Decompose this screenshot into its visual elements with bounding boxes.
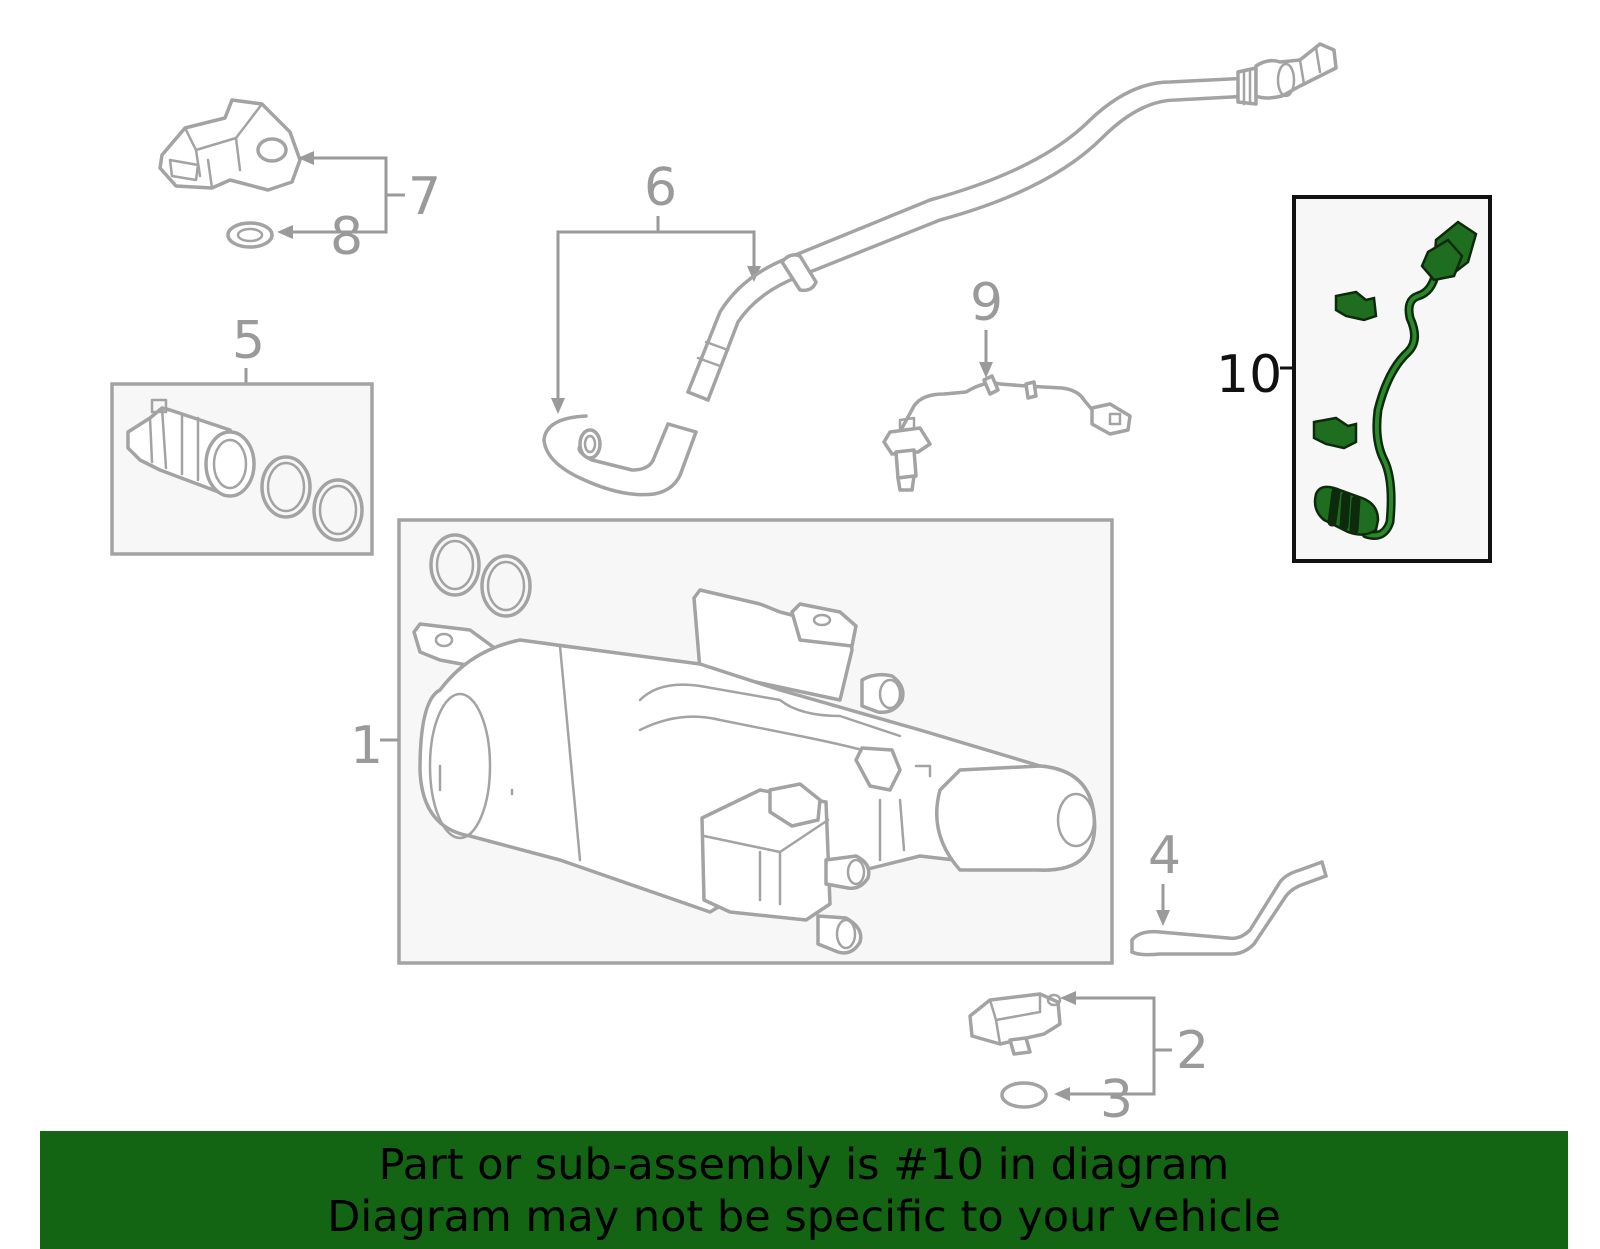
leader-7-8 bbox=[277, 151, 405, 239]
part-9-sensor[interactable] bbox=[882, 374, 1132, 492]
part-3-o-ring[interactable] bbox=[1000, 1081, 1048, 1109]
banner-line-2: Diagram may not be specific to your vehi… bbox=[327, 1192, 1281, 1242]
callout-4: 4 bbox=[1148, 826, 1181, 886]
part-1-canister[interactable] bbox=[412, 588, 1097, 955]
part-5-ring-b[interactable] bbox=[312, 478, 364, 542]
callout-5: 5 bbox=[232, 311, 265, 371]
part-5-valve[interactable] bbox=[126, 398, 256, 498]
callout-10: 10 bbox=[1216, 345, 1282, 405]
info-banner: Part or sub-assembly is #10 in diagram D… bbox=[40, 1131, 1568, 1249]
callout-7: 7 bbox=[408, 167, 441, 227]
part-2-sensor[interactable] bbox=[968, 992, 1062, 1056]
callout-1: 1 bbox=[350, 716, 383, 776]
part-6-short-hose[interactable] bbox=[542, 414, 698, 497]
leader-6 bbox=[551, 216, 761, 414]
part-7-connector[interactable] bbox=[158, 98, 302, 192]
callout-9: 9 bbox=[970, 273, 1003, 333]
callout-8: 8 bbox=[330, 207, 363, 267]
part-4-hose[interactable] bbox=[1130, 860, 1328, 957]
leader-2-3 bbox=[1054, 991, 1172, 1101]
part-8-o-ring[interactable] bbox=[226, 221, 274, 249]
leader-9 bbox=[979, 330, 993, 378]
callout-6: 6 bbox=[644, 158, 677, 218]
callout-2: 2 bbox=[1176, 1021, 1209, 1081]
banner-line-1: Part or sub-assembly is #10 in diagram bbox=[378, 1140, 1230, 1190]
leader-4 bbox=[1156, 884, 1170, 926]
callout-3: 3 bbox=[1100, 1070, 1133, 1130]
part-5-ring-a[interactable] bbox=[260, 455, 312, 519]
part-10-oxygen-sensor[interactable] bbox=[1312, 220, 1478, 540]
part-6-long-hose[interactable] bbox=[686, 42, 1338, 402]
part-1-o-rings[interactable] bbox=[429, 533, 532, 618]
